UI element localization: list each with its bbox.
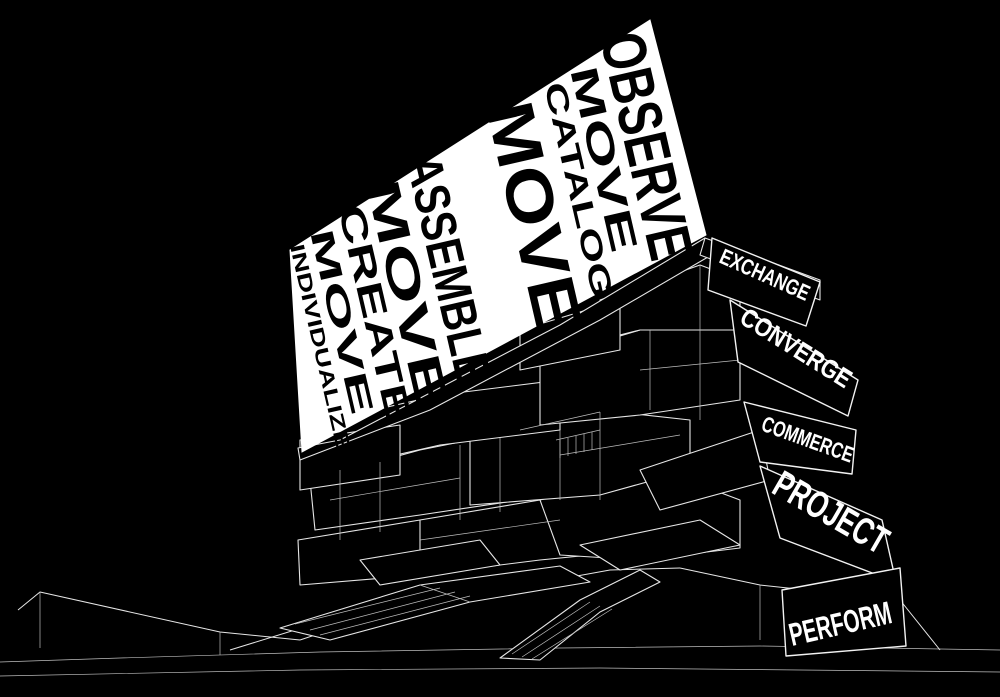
side-sign-stack: EXCHANGE CONVERGE COMMERCE PROJECT PERFO…: [707, 237, 907, 657]
billboard-panel: [289, 19, 707, 453]
sign-panel-commerce: [743, 401, 857, 475]
sign-panel-perform: [781, 567, 907, 657]
sign-panel-exchange: [707, 237, 821, 327]
grand-staircase: [279, 565, 661, 661]
building-massing: [297, 237, 821, 586]
billboard-word-columns: OBSERVE MOVE CATALOG MOVE ASSEMBLE MOVE …: [285, 25, 706, 451]
sign-panel-converge: [729, 299, 859, 417]
billboard: OBSERVE MOVE CATALOG MOVE ASSEMBLE MOVE …: [285, 19, 707, 453]
